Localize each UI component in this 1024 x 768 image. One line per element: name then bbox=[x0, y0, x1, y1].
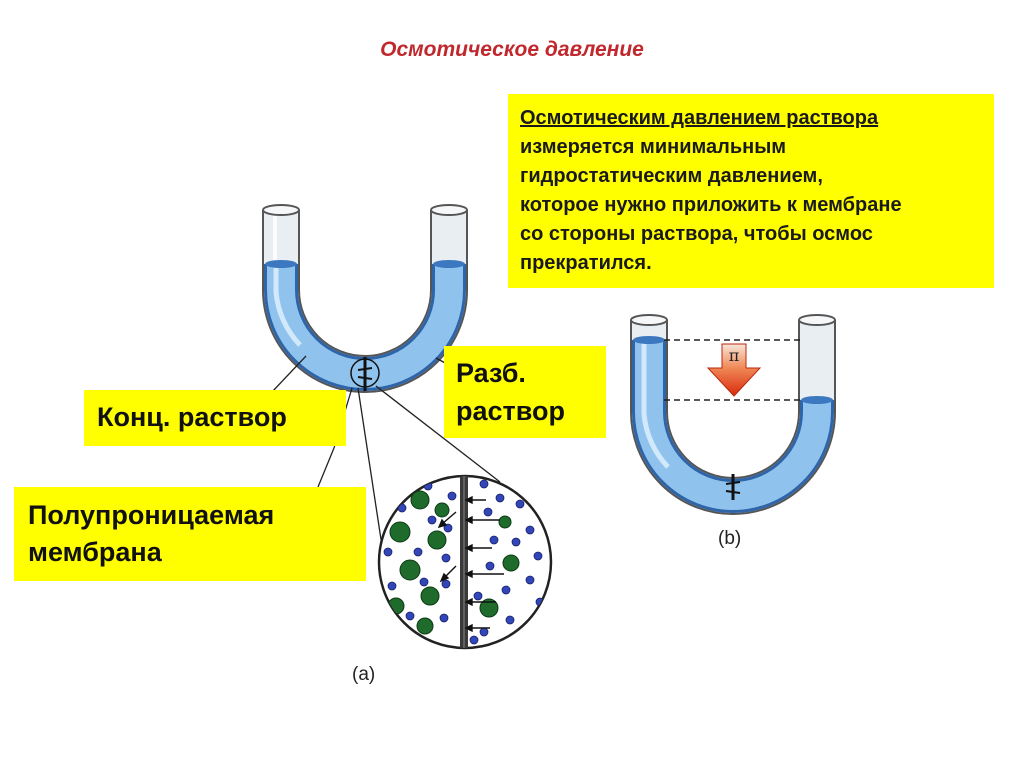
dilute-solution-label: Разб. раствор bbox=[444, 346, 606, 438]
u-tube-b bbox=[630, 314, 836, 515]
definition-line: прекратился. bbox=[520, 252, 652, 274]
caption-a: (a) bbox=[352, 664, 376, 685]
magnified-membrane-view bbox=[377, 474, 553, 650]
definition-line: которое нужно приложить к мембране bbox=[520, 194, 902, 216]
definition-line: со стороны раствора, чтобы осмос bbox=[520, 223, 873, 245]
semipermeable-membrane-label: Полупроницаемая мембрана bbox=[14, 487, 366, 581]
caption-b: (b) bbox=[718, 528, 742, 549]
page-title: Осмотическое давление bbox=[380, 38, 644, 61]
osmosis-arrows bbox=[437, 495, 504, 633]
pressure-arrow bbox=[706, 343, 762, 397]
definition-box: Осмотическим давлением раствора измеряет… bbox=[508, 94, 994, 288]
definition-line: Осмотическим давлением раствора bbox=[520, 107, 879, 129]
pi-symbol: π bbox=[729, 346, 740, 365]
definition-line: измеряется минимальным bbox=[520, 136, 787, 158]
u-tube-a bbox=[262, 204, 468, 393]
concentrated-solution-label: Конц. раствор bbox=[84, 390, 346, 446]
definition-line: гидростатическим давлением, bbox=[520, 165, 823, 187]
